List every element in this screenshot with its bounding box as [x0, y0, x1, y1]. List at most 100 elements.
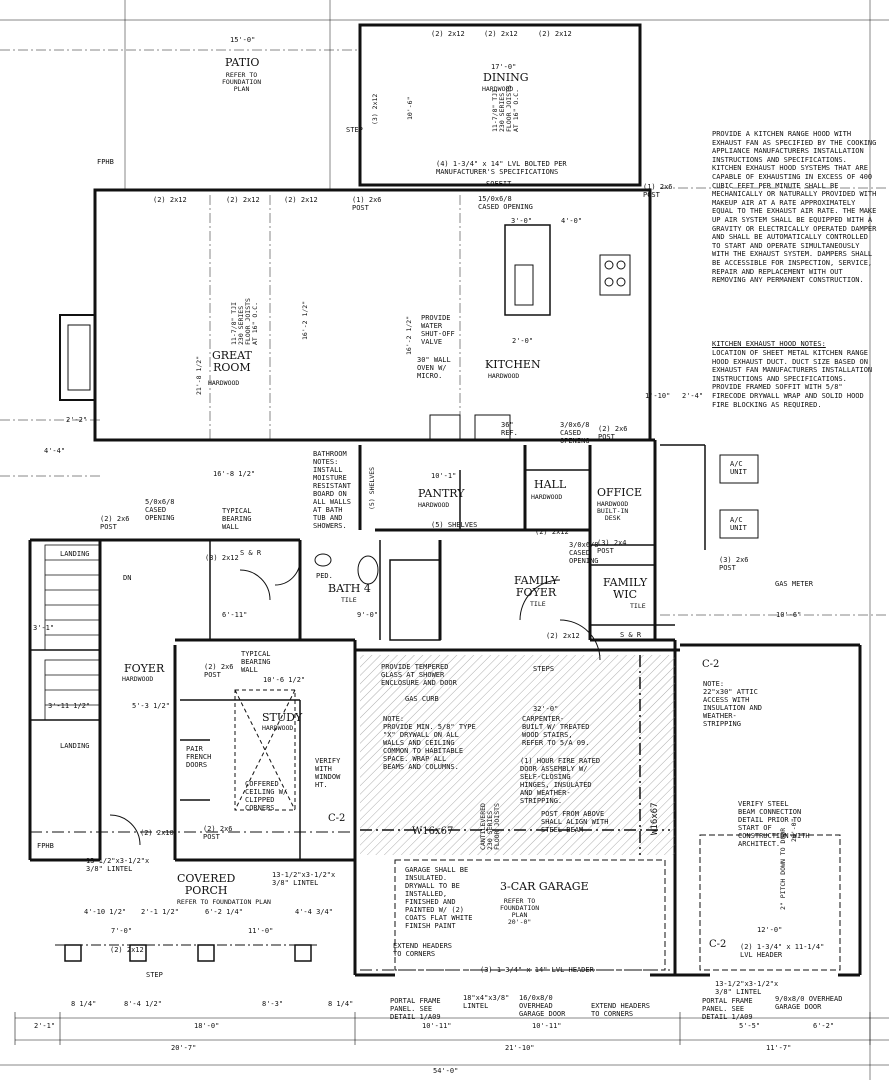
dim-2-1-2: 2'-1 1/2"	[141, 908, 179, 916]
post-p12: (2) 2x6 POST	[203, 825, 233, 841]
label-down: DN	[123, 574, 132, 582]
label-lintel-3: 13-1/2"x3-1/2"x 3/8" LINTEL	[272, 871, 336, 887]
dim-16-2b: 16'-2 1/2"	[405, 315, 413, 355]
label-extend-1: EXTEND HEADERS TO CORNERS	[393, 942, 453, 958]
room-study-title: STUDY	[262, 711, 303, 724]
dim-11-7: 11'-7"	[766, 1044, 792, 1052]
post-p7: (1) 2x6 POST	[643, 183, 673, 199]
dim-16-8: 16'-8 1/2"	[213, 470, 256, 478]
label-step-porch: STEP	[146, 971, 163, 979]
note-pitch: 2" PITCH DOWN TO DOOR	[779, 827, 787, 910]
dim-7-0: 7'-0"	[111, 927, 133, 935]
label-c2-bottom: C-2	[709, 939, 727, 950]
label-steps: STEPS	[533, 665, 555, 673]
label-ref: 36" REF.	[501, 421, 518, 437]
room-patio-sub: REFER TO FOUNDATION PLAN	[222, 71, 262, 93]
note-hood-title: KITCHEN EXHAUST HOOD NOTES:	[712, 340, 826, 348]
dim-10-11a: 10'-11"	[422, 1022, 452, 1030]
label-coffered: COFFERED CEILING W/ CLIPPED CORNERS	[245, 780, 288, 812]
fireplace	[59, 314, 96, 401]
post-p2: (2) 2x12	[484, 30, 518, 38]
room-hall-sub: HARDWOOD	[531, 493, 563, 501]
room-bath4-sub: TILE	[341, 596, 357, 604]
dim-2-1: 2'-1"	[34, 1022, 56, 1030]
label-pedestal: PED.	[316, 572, 333, 580]
label-cased-opening-2: 5/0x6/8 CASED OPENING	[145, 498, 175, 522]
room-pantry-title: PANTRY	[418, 487, 465, 500]
note-post-above: POST FROM ABOVE SHALL ALIGN WITH STEEL B…	[541, 810, 609, 834]
room-study-sub: HARDWOOD	[262, 724, 294, 732]
label-landing-1: LANDING	[60, 550, 90, 558]
dim-10-6b: 10'-6 1/2"	[263, 676, 306, 684]
dim-54-0: 54'-0"	[433, 1067, 459, 1075]
dim-3-1: 3'-1"	[33, 624, 55, 632]
label-gas-curb: GAS CURB	[405, 695, 439, 703]
dim-6-2-1: 6'-2 1/4"	[205, 908, 243, 916]
note-drywall: NOTE: PROVIDE MIN. 5/8" TYPE "X" DRYWALL…	[383, 715, 476, 771]
label-lvl-header: (3) 1-3/4" x 14" LVL HEADER	[480, 966, 594, 974]
label-beam-w16-bottom: W16x67	[412, 826, 454, 837]
room-bath4-title: BATH 4	[328, 582, 371, 595]
label-cased-opening-3: 3/0x6/8 CASED OPENING	[560, 421, 590, 445]
label-bearing-wall-2: TYPICAL BEARING WALL	[241, 650, 271, 674]
label-cased-opening-1: 15/0x6/8 CASED OPENING	[478, 195, 533, 211]
label-lintel-2: 13-1/2"x3-1/2"x 3/8" LINTEL	[86, 857, 150, 873]
room-office-sub: HARDWOOD BUILT-IN DESK	[597, 500, 629, 522]
label-lintel-1: 18"x4"x3/8" LINTEL	[463, 994, 510, 1010]
label-overhead-door-2: 9/0x8/0 OVERHEAD GARAGE DOOR	[775, 995, 843, 1011]
dim-10-1: 10'-1"	[431, 472, 457, 480]
note-wall-oven: 30" WALL OVEN W/ MICRO.	[417, 356, 451, 380]
dim-8-1-4b: 8 1/4"	[328, 1000, 354, 1008]
room-garage-sub: REFER TO FOUNDATION PLAN 20'-0"	[500, 897, 540, 926]
label-overhead-door-1: 16/0x8/0 OVERHEAD GARAGE DOOR	[519, 994, 566, 1018]
post-p16: (2) 2x12	[110, 946, 144, 954]
room-patio-title: PATIO	[225, 56, 260, 69]
label-lvl-top: (4) 1-3/4" x 14" LVL BOLTED PER MANUFACT…	[436, 160, 567, 176]
dim-15-0: 15'-0"	[230, 36, 256, 44]
dim-21-8: 21'-8 1/2"	[195, 355, 203, 395]
label-lintel-4: 13-1/2"x3-1/2"x 3/8" LINTEL	[715, 980, 779, 996]
post-p8: (2) 2x6 POST	[100, 515, 130, 531]
cooktop	[599, 254, 631, 296]
post-p20: (2) 2x12	[284, 196, 318, 204]
dim-6-2: 6'-2"	[813, 1022, 835, 1030]
label-verify-window: VERIFY WITH WINDOW HT.	[315, 757, 341, 789]
label-tji-dining: 11-7/8" TJI 230 SERIES FLOOR JOISTS AT 1…	[491, 85, 520, 132]
label-gas-meter: GAS METER	[775, 580, 813, 588]
label-c2-left: C-2	[328, 813, 346, 824]
label-extend-2: EXTEND HEADERS TO CORNERS	[591, 1002, 651, 1018]
post-p10: (3) 2x6 POST	[719, 556, 749, 572]
label-portal-1: PORTAL FRAME PANEL. SEE DETAIL 1/A09	[390, 997, 441, 1021]
dim-4-4: 4'-4"	[44, 447, 66, 455]
label-cased-opening-4: 3/0x6/8 CASED OPENING	[569, 541, 599, 565]
dim-17-0: 17'-0"	[491, 63, 517, 71]
label-step-patio: STEP	[346, 126, 363, 134]
dim-6-11: 6'-11"	[222, 611, 248, 619]
dim-12-0: 12'-0"	[757, 926, 783, 934]
dim-2-2: 2'-2"	[66, 416, 88, 424]
post-p1: (2) 2x12	[431, 30, 465, 38]
dim-4-10: 4'-10 1/2"	[84, 908, 127, 916]
label-c2-right: C-2	[702, 659, 720, 670]
room-porch-sub: REFER TO FOUNDATION PLAN	[177, 898, 271, 906]
post-p15: (2) 2x12	[546, 632, 580, 640]
note-water-valve: PROVIDE WATER SHUT-OFF VALVE	[421, 314, 455, 346]
note-fire-door: (1) HOUR FIRE RATED DOOR ASSEMBLY W/ SEL…	[520, 757, 601, 805]
dim-2-4: 2'-4"	[682, 392, 704, 400]
dim-2-0: 2'-0"	[512, 337, 534, 345]
label-cantilever: CANTILEVERED 230 SERIES FLOOR JOISTS	[479, 803, 501, 850]
room-family-wic-title: FAMILY WIC	[603, 576, 648, 601]
room-dining-sub: HARDWOOD	[482, 85, 514, 93]
dim-20-7: 20'-7"	[171, 1044, 197, 1052]
label-bearing-wall-1: TYPICAL BEARING WALL	[222, 507, 252, 531]
shower	[389, 559, 441, 641]
label-shelf-rod-2: S & R	[620, 631, 642, 639]
room-family-wic-sub: TILE	[630, 602, 646, 610]
dim-18-0: 18'-0"	[194, 1022, 220, 1030]
label-shelves-1: (5) SHELVES	[431, 521, 478, 529]
label-french-doors: PAIR FRENCH DOORS	[186, 745, 212, 769]
room-family-foyer-sub: TILE	[530, 600, 546, 608]
post-p3: (2) 2x12	[538, 30, 572, 38]
kitchen-island	[504, 224, 551, 316]
